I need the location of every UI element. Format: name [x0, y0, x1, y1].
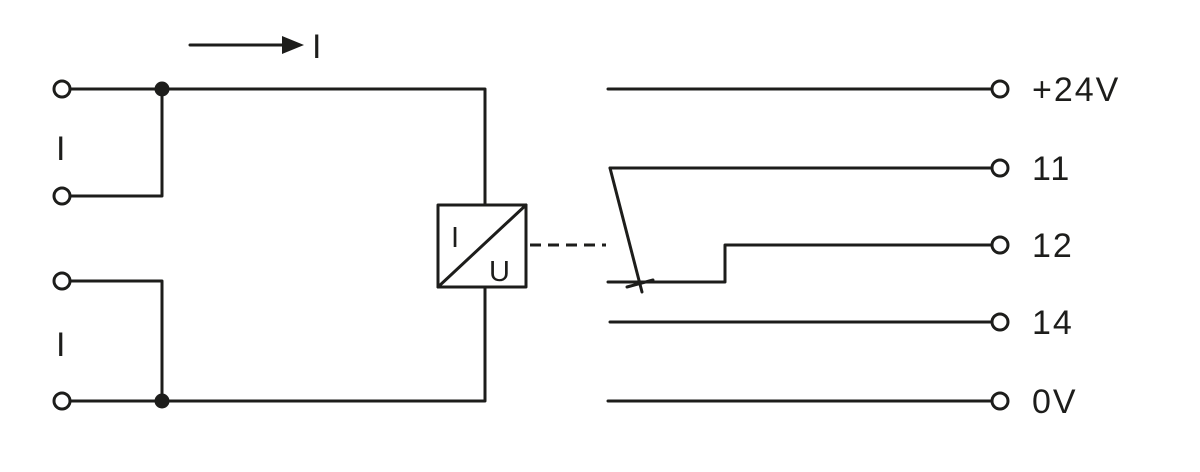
output-terminal-24v: [990, 79, 1010, 99]
output-label-11: 11: [1032, 150, 1071, 188]
output-label-24v: +24V: [1032, 71, 1120, 109]
input-terminal-2-bottom: [52, 391, 72, 411]
input1-current-label: I: [56, 130, 65, 168]
relay-contact-tick: [625, 278, 655, 289]
junction-dot-bottom: [154, 393, 170, 409]
converter-bottom-label: U: [489, 256, 510, 288]
converter-top-label: I: [451, 222, 459, 254]
output-label-0v: 0V: [1032, 383, 1078, 421]
wire-12: [606, 243, 993, 284]
solid-shapes-group: [154, 36, 304, 409]
junction-dot-top: [154, 81, 170, 97]
wire-input2-to-converter: [68, 285, 487, 403]
relay-switch-blade: [608, 166, 644, 294]
output-terminal-0v: [990, 391, 1010, 411]
output-terminal-12: [990, 235, 1010, 255]
output-terminal-14: [990, 312, 1010, 332]
wire-input2-feed: [68, 279, 164, 403]
converter-diagonal: [436, 203, 528, 289]
input2-current-label: I: [56, 326, 65, 364]
wires-group: [52, 43, 1010, 411]
current-arrow-head: [282, 36, 304, 54]
output-terminal-11: [990, 158, 1010, 178]
current-arrow-label: I: [312, 28, 321, 66]
wire-input1-to-converter: [68, 87, 487, 207]
wire-input1-return: [68, 87, 164, 198]
input-terminal-1-bottom: [52, 186, 72, 206]
input-terminal-2-top: [52, 271, 72, 291]
input-terminal-1-top: [52, 79, 72, 99]
labels-group: I I I I U +24V 11 12 14 0V: [56, 28, 1120, 421]
output-label-12: 12: [1032, 227, 1074, 265]
output-label-14: 14: [1032, 304, 1074, 342]
